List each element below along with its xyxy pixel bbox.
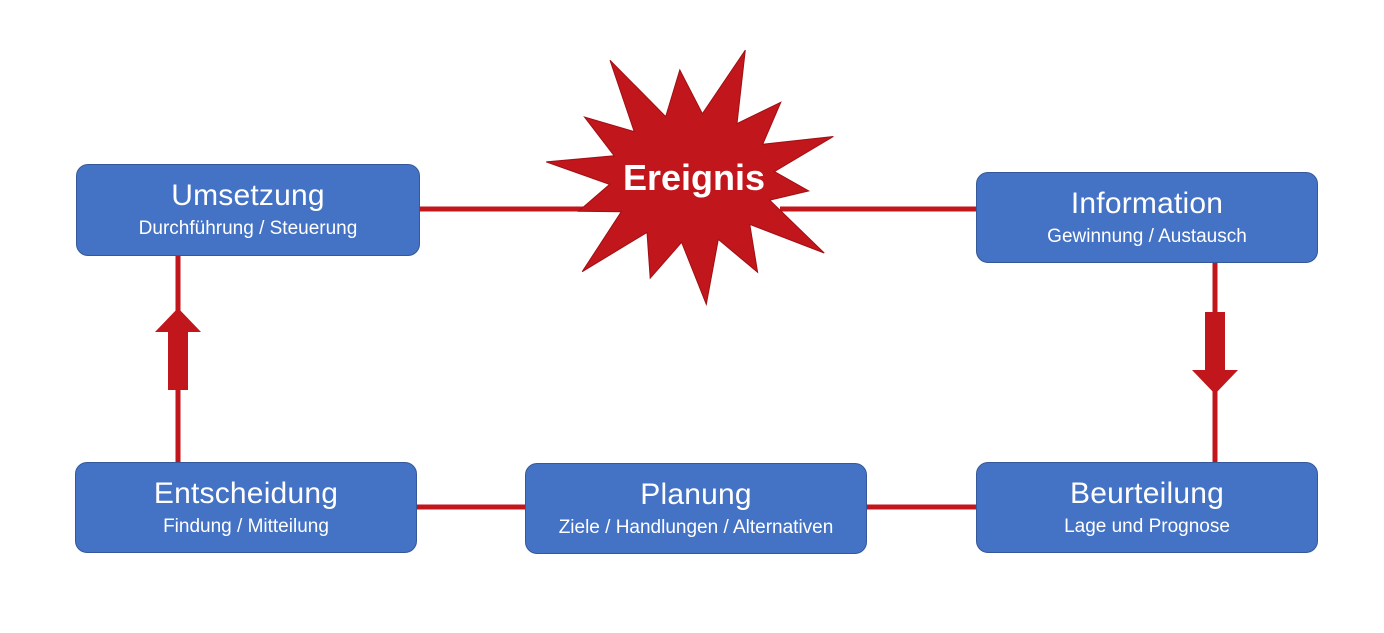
node-beurteilung: Beurteilung Lage und Prognose: [976, 462, 1318, 553]
arrow-down-icon: [1192, 312, 1238, 394]
node-information: Information Gewinnung / Austausch: [976, 172, 1318, 263]
node-title: Umsetzung: [171, 179, 325, 212]
node-subtitle: Findung / Mitteilung: [163, 515, 329, 537]
event-label: Ereignis: [623, 157, 765, 198]
node-subtitle: Ziele / Handlungen / Alternativen: [558, 516, 834, 538]
node-title: Entscheidung: [153, 476, 339, 510]
node-title: Planung: [640, 477, 752, 511]
node-title: Information: [1070, 186, 1224, 220]
node-subtitle: Durchführung / Steuerung: [138, 218, 358, 239]
node-title: Beurteilung: [1070, 476, 1224, 510]
node-subtitle: Lage und Prognose: [1064, 515, 1230, 537]
node-planung: Planung Ziele / Handlungen / Alternative…: [525, 463, 867, 554]
node-subtitle: Gewinnung / Austausch: [1047, 225, 1247, 247]
node-entscheidung: Entscheidung Findung / Mitteilung: [75, 462, 417, 553]
arrow-up-icon: [155, 308, 201, 390]
explosion-burst-icon: [546, 49, 834, 307]
node-umsetzung: Umsetzung Durchführung / Steuerung: [76, 164, 420, 256]
